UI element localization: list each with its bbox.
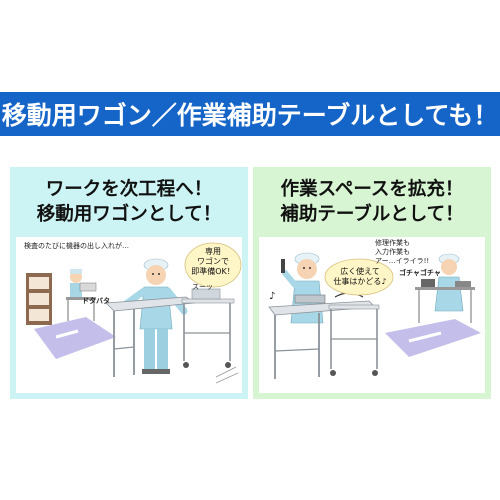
svg-text:♪: ♪: [269, 291, 275, 302]
wagon-scene-art: [26, 242, 242, 384]
aux-caption-line3: アー…イライラ!!: [375, 257, 430, 265]
aux-clutter-sfx: ゴチャゴチャ: [399, 269, 441, 277]
wagon-heading-line1: ワークを次工程へ！: [45, 179, 213, 200]
aux-bubble-line1: 広く使えて: [340, 267, 380, 276]
auxiliary-table-panel: 作業スペースを拡充！ 補助テーブルとして！: [253, 167, 491, 399]
wagon-panel-heading: ワークを次工程へ！ 移動用ワゴンとして！: [10, 177, 248, 227]
wagon-speech-bubble: 専用 ワゴンで 即準備OK！: [186, 247, 240, 277]
aux-scene-art: ♪: [268, 252, 481, 379]
aux-caption: 修理作業も 入力作業も アー…イライラ!!: [375, 239, 429, 266]
wagon-caption: 検査のたびに機器の出し入れが…: [24, 242, 129, 250]
aux-table-illustration: ♪ 修理作業も 入力作業も アー…イライラ!! ゴチャゴチャ 広く使えて 仕事は…: [259, 237, 485, 393]
aux-panel-heading: 作業スペースを拡充！ 補助テーブルとして！: [253, 177, 491, 227]
banner-title: 移動用ワゴン／作業補助テーブルとしても！: [1, 101, 499, 130]
aux-heading-line2: 補助テーブルとして！: [280, 204, 464, 225]
aux-bubble-line2: 仕事はかどる♪: [333, 277, 387, 286]
wagon-panel: ワークを次工程へ！ 移動用ワゴンとして！: [10, 167, 248, 399]
wagon-bubble-line3: 即準備OK！: [191, 267, 235, 276]
wagon-glide-sfx: スーッ: [192, 283, 213, 291]
wagon-illustration: 検査のたびに機器の出し入れが… ドタバタ 専用 ワゴンで 即準備OK！ スーッ: [16, 237, 242, 393]
wagon-bubble-line2: ワゴンで: [197, 257, 229, 266]
aux-speech-bubble: 広く使えて 仕事はかどる♪: [327, 267, 393, 287]
aux-heading-line1: 作業スペースを拡充！: [280, 179, 464, 200]
title-banner: 移動用ワゴン／作業補助テーブルとしても！: [0, 92, 500, 136]
wagon-bubble-line1: 専用: [205, 247, 221, 256]
aux-caption-line2: 入力作業も: [375, 248, 410, 256]
wagon-heading-line2: 移動用ワゴンとして！: [36, 204, 222, 225]
wagon-clatter-sfx: ドタバタ: [82, 297, 110, 305]
aux-caption-line1: 修理作業も: [375, 239, 410, 247]
